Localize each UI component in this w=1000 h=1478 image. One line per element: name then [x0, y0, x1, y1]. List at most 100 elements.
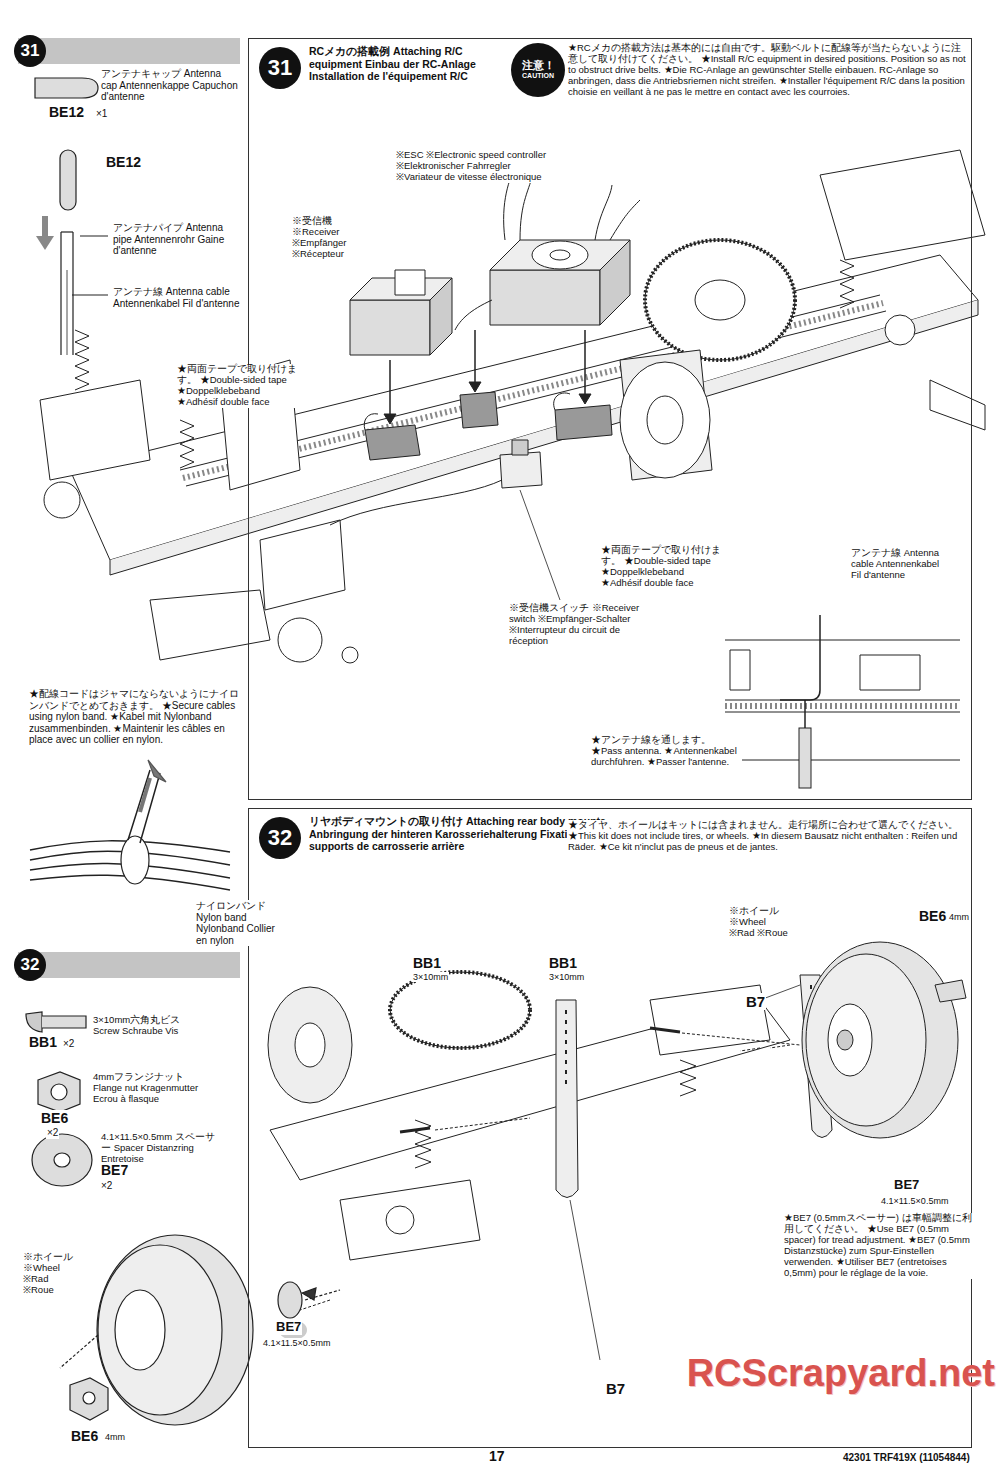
- rc-equipment-part: [430, 278, 452, 355]
- chassis-32-part: [837, 1030, 853, 1050]
- note-text: アンテナ線 Antenna cable Antennenkabel Fil d'…: [112, 286, 242, 309]
- part-code: 17: [488, 1448, 506, 1464]
- part-label: 3×10mm: [412, 972, 449, 982]
- rc-equipment-part: [384, 382, 591, 424]
- note-text: 4.1×11.5×0.5mm スペーサー Spacer Distanzring …: [100, 1132, 222, 1165]
- chassis-32-part: [390, 972, 530, 1048]
- part-label: 4mm: [104, 1432, 126, 1442]
- rc-equipment-part: [500, 452, 542, 488]
- chassis-31-part: [620, 362, 710, 478]
- part-label: 4.1×11.5×0.5mm: [880, 1196, 949, 1206]
- chassis-31-part: [278, 618, 322, 662]
- left-parts-part: [140, 778, 150, 812]
- part-label: 3×10mm: [548, 972, 585, 982]
- chassis-32-part: [570, 1200, 600, 1360]
- chassis-32-part: [680, 1060, 696, 1096]
- part-code: BB1: [548, 955, 578, 971]
- left-parts-part: [72, 236, 108, 295]
- chassis-31-part: [75, 330, 89, 390]
- chassis-32-part: [400, 1128, 430, 1132]
- chassis-31-part: [44, 482, 80, 518]
- rc-equipment-part: [520, 490, 560, 600]
- left-parts-part: [54, 1153, 70, 1167]
- antenna-inset-part: [804, 700, 806, 728]
- note-text: ★配線コードはジャマにならないようにナイロンバンドでとめておきます。 ★Secu…: [28, 688, 245, 746]
- rc-equipment-part: [600, 240, 630, 325]
- chassis-32-part: [268, 987, 352, 1103]
- note-text: ★BE7 (0.5mmスペーサー) は車幅調整に利用してください。 ★Use B…: [783, 1213, 975, 1279]
- note-text: アンテナキャップ Antenna cap Antennenkappe Capuc…: [100, 68, 240, 103]
- chassis-31-part: [840, 260, 854, 308]
- chassis-32-part: [806, 954, 926, 1126]
- antenna-inset-part: [730, 650, 750, 690]
- left-parts-part: [128, 770, 160, 843]
- chassis-32-part: [390, 972, 530, 1048]
- chassis-31-part: [70, 255, 978, 560]
- caution-badge: 注意！CAUTION: [511, 43, 565, 97]
- rc-equipment-part: [460, 392, 498, 428]
- caution-text: CAUTION: [522, 72, 554, 80]
- note-text: ★両面テープで取り付けます。 ★Double-sided tape ★Doppe…: [176, 364, 298, 408]
- left-parts-part: [51, 1084, 67, 1100]
- part-code: BE6: [40, 1110, 69, 1126]
- left-parts-part: [36, 236, 54, 250]
- chassis-32-part: [650, 1028, 680, 1032]
- left-parts-part: [60, 150, 76, 210]
- note-text: アンテナパイプ Antenna pipe Antennenrohr Gaine …: [112, 222, 242, 257]
- left-parts-part: [38, 1072, 80, 1112]
- antenna-inset-part: [799, 728, 811, 788]
- note-text: ★タイヤ、ホイールはキットには含まれません。走行場所に合わせて選んでください。 …: [567, 820, 967, 853]
- part-label: 42301 TRF419X (11054844): [842, 1452, 971, 1464]
- note-text: ※受信機 ※Receiver ※Empfänger ※Récepteur: [291, 216, 373, 260]
- step-header-bar: 31: [18, 38, 240, 64]
- chassis-32-part: [740, 1045, 790, 1051]
- part-label: ×2: [62, 1038, 75, 1050]
- rc-equipment-part: [390, 330, 585, 420]
- note-text: ※ESC ※Electronic speed controller ※Elekt…: [395, 150, 557, 183]
- step-title: RCメカの搭載例 Attaching R/C equipment Einbau …: [309, 45, 507, 83]
- step-number: 32: [14, 949, 46, 981]
- step-number: 31: [14, 35, 46, 67]
- left-parts-part: [35, 78, 98, 98]
- rc-equipment-part: [395, 270, 425, 295]
- part-code: BE7: [100, 1162, 129, 1178]
- note-text: アンテナ線 Antenna cable Antennenkabel Fil d'…: [850, 548, 952, 581]
- part-code: BE12: [105, 154, 142, 170]
- part-code: B7: [605, 1380, 626, 1397]
- step-panel: RCメカの搭載例 Attaching R/C equipment Einbau …: [248, 38, 972, 800]
- chassis-32-part: [386, 1206, 414, 1234]
- chassis-31-part: [647, 396, 683, 444]
- chassis-31-part: [885, 315, 915, 345]
- chassis-32-part: [295, 1023, 325, 1067]
- part-label: 4mm: [948, 912, 970, 922]
- left-parts-part: [83, 1392, 95, 1404]
- left-parts-part: [42, 1016, 86, 1028]
- note-text: ★アンテナ線を通します。 ★Pass antenna. ★Antennenkab…: [590, 735, 742, 768]
- note-text: ※受信機スイッチ ※Receiver switch ※Empfänger-Sch…: [508, 603, 660, 647]
- rc-equipment-part: [512, 440, 528, 455]
- part-code: BE6: [918, 908, 947, 924]
- watermark: RCScrapyard.net: [686, 1352, 996, 1396]
- chassis-32-part: [650, 985, 770, 1055]
- left-parts-part: [61, 231, 73, 232]
- antenna-inset: [725, 615, 960, 788]
- left-parts-part: [302, 1288, 316, 1300]
- chassis-31-part: [820, 150, 985, 260]
- left-parts: [26, 78, 340, 1425]
- antenna-inset-part: [725, 640, 960, 760]
- chassis-32-part: [565, 1010, 567, 1084]
- step-number-circle: 31: [259, 47, 301, 89]
- chassis-32-part: [828, 1004, 872, 1076]
- part-code: BE7: [275, 1320, 302, 1335]
- chassis-32-part: [556, 1000, 578, 1198]
- part-code: BE12: [48, 104, 85, 120]
- part-code: BB1: [28, 1034, 58, 1050]
- antenna-inset-part: [860, 655, 920, 690]
- chassis-31-part: [645, 240, 795, 360]
- step-number: 31: [268, 57, 292, 79]
- left-parts-part: [278, 1282, 302, 1318]
- chassis-32: [268, 942, 966, 1360]
- rc-equipment-part: [455, 165, 640, 330]
- chassis-31-part: [342, 647, 358, 663]
